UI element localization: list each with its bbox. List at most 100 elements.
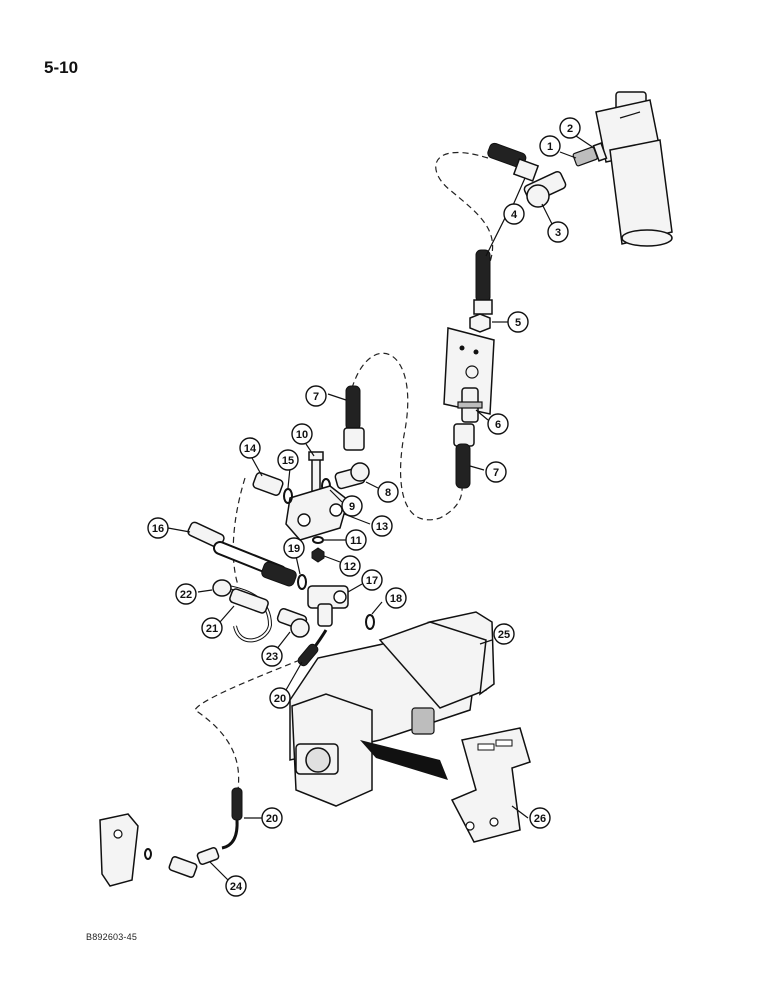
nut-12: [311, 547, 325, 563]
svg-text:7: 7: [313, 391, 319, 403]
washer-11: [312, 536, 324, 544]
svg-text:12: 12: [344, 561, 356, 573]
svg-text:8: 8: [385, 487, 391, 499]
leader-21: [219, 605, 235, 623]
leader-7a: [327, 393, 347, 401]
svg-text:17: 17: [366, 575, 378, 587]
hose-assembly-20-lower: [221, 787, 243, 850]
leader-25: [479, 639, 493, 645]
o-ring-15: [283, 488, 293, 504]
callout-12: 12: [339, 555, 361, 577]
fitting-24: [144, 847, 220, 878]
leader-18: [371, 601, 383, 615]
hose-route-middle: [351, 352, 463, 521]
svg-text:20: 20: [274, 693, 286, 705]
svg-text:24: 24: [230, 881, 243, 893]
callout-20-upper: 20: [269, 687, 291, 709]
elbow-fitting-3: [523, 170, 567, 208]
valve-assembly: [99, 813, 139, 887]
hose-assembly-4-upper: [487, 142, 540, 182]
hose-assembly-16: [187, 521, 297, 587]
elbow-fitting-23: [276, 608, 310, 638]
svg-text:15: 15: [282, 455, 294, 467]
leader-2: [575, 135, 595, 149]
svg-text:25: 25: [498, 629, 510, 641]
svg-text:3: 3: [555, 227, 561, 239]
svg-text:2: 2: [567, 123, 573, 135]
callout-21: 21: [201, 617, 223, 639]
adapter-fitting-14: [252, 472, 284, 496]
callout-14: 14: [239, 437, 261, 459]
hose-route-upper: [435, 151, 494, 263]
hose-route-pump-line: [194, 659, 301, 791]
bulkhead-fitting-6: [457, 387, 483, 423]
callout-17: 17: [361, 569, 383, 591]
svg-text:6: 6: [495, 419, 501, 431]
svg-text:16: 16: [152, 523, 164, 535]
leader-16: [167, 527, 191, 533]
svg-text:19: 19: [288, 543, 300, 555]
callout-1: 1: [539, 135, 561, 157]
callout-7-right: 7: [485, 461, 507, 483]
svg-text:26: 26: [534, 813, 546, 825]
callout-18: 18: [385, 587, 407, 609]
svg-text:20: 20: [266, 813, 278, 825]
nut-5: [469, 313, 491, 333]
callout-19: 19: [283, 537, 305, 559]
gear-pump-25: [289, 611, 495, 807]
callout-2: 2: [559, 117, 581, 139]
callout-16: 16: [147, 517, 169, 539]
cap-22: [212, 579, 232, 597]
leader-26: [511, 805, 529, 819]
callout-9: 9: [341, 495, 363, 517]
callout-15: 15: [277, 449, 299, 471]
callout-11: 11: [345, 529, 367, 551]
callout-5: 5: [507, 311, 529, 333]
valve-block-13: [285, 485, 349, 541]
leader-19: [295, 555, 301, 575]
page-number: 5-10: [44, 58, 79, 77]
svg-text:11: 11: [350, 535, 362, 547]
callout-13: 13: [371, 515, 393, 537]
leader-3: [541, 203, 553, 225]
callout-10: 10: [291, 423, 313, 445]
callout-4: 4: [503, 203, 525, 225]
svg-text:23: 23: [266, 651, 278, 663]
mounting-plate: [443, 327, 495, 415]
hose-assembly-20-upper: [297, 629, 328, 667]
hose-route-lower: [232, 477, 246, 586]
steering-unit: [595, 91, 673, 247]
o-ring-18: [365, 614, 375, 630]
svg-text:13: 13: [376, 521, 388, 533]
adapter-fitting-1: [572, 142, 608, 167]
svg-text:10: 10: [296, 429, 308, 441]
svg-text:22: 22: [180, 589, 192, 601]
svg-text:1: 1: [547, 141, 553, 153]
leader-14: [251, 457, 263, 477]
callout-3: 3: [547, 221, 569, 243]
leader-12: [323, 555, 341, 563]
leader-6: [475, 409, 489, 421]
callout-23: 23: [261, 645, 283, 667]
callout-8: 8: [377, 481, 399, 503]
bracket-26: [450, 727, 531, 843]
drawing-code: B892603-45: [86, 932, 138, 942]
svg-text:14: 14: [244, 443, 257, 455]
o-ring-19: [297, 574, 307, 590]
leader-22: [197, 589, 213, 593]
leader-7b: [469, 465, 485, 471]
callout-25: 25: [493, 623, 515, 645]
hose-assembly-4-lower: [473, 249, 493, 315]
callout-24: 24: [225, 875, 247, 897]
callout-20-lower: 20: [261, 807, 283, 829]
svg-text:7: 7: [493, 467, 499, 479]
svg-text:9: 9: [349, 501, 355, 513]
tube-assembly-21: [221, 584, 273, 643]
callout-6: 6: [487, 413, 509, 435]
leader-8: [365, 481, 379, 489]
hose-assembly-7-left: [343, 385, 365, 451]
svg-text:4: 4: [511, 209, 518, 221]
hose-assembly-7-right: [453, 423, 475, 489]
tee-fitting-17: [307, 585, 349, 627]
